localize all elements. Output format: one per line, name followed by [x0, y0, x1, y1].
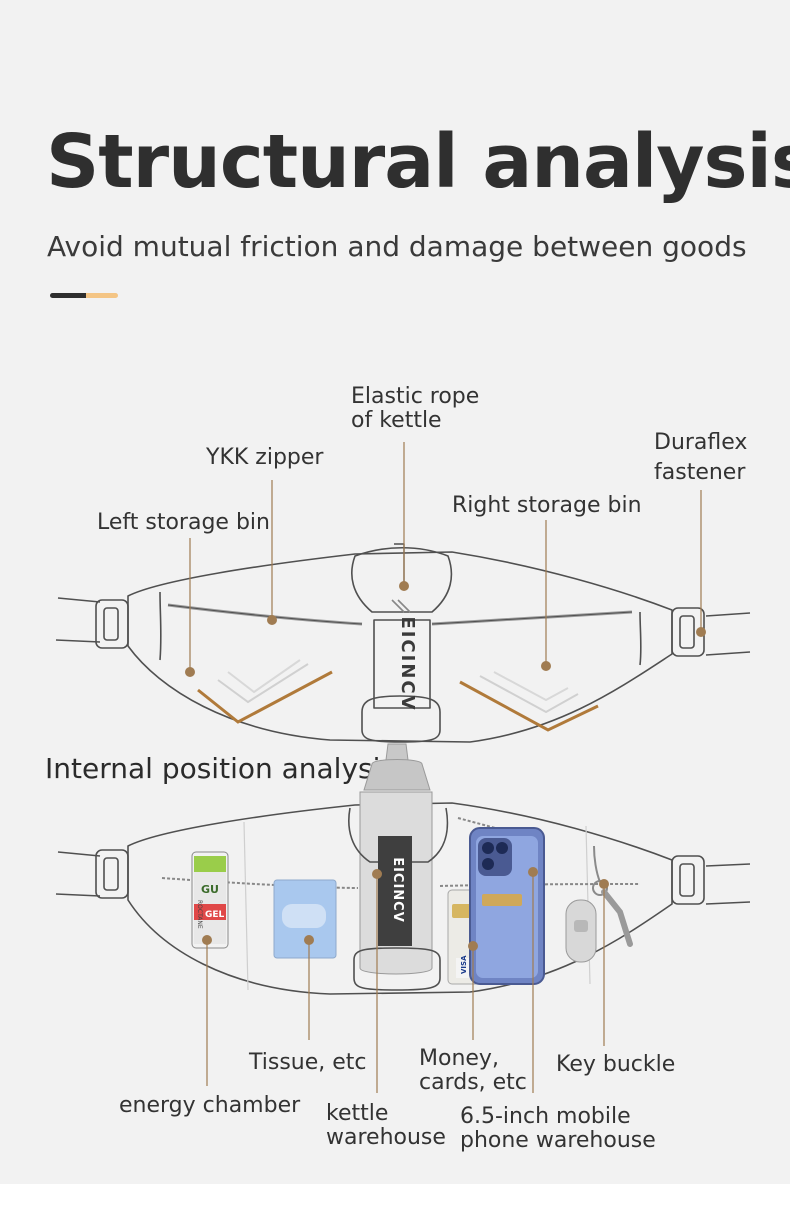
label-elastic-rope-line1: Elastic rope	[351, 384, 480, 409]
belt-structure-diagram: EICINCV	[55, 442, 751, 743]
label-money-line1: Money,	[419, 1046, 499, 1071]
label-money-line2: cards, etc	[419, 1070, 527, 1095]
dot-left-bin	[185, 667, 195, 677]
dot-elastic-rope	[399, 581, 409, 591]
page-subtitle: Avoid mutual friction and damage between…	[47, 230, 747, 263]
label-key-buckle: Key buckle	[556, 1052, 676, 1077]
callout-dots	[185, 581, 706, 677]
label-ykk-zipper: YKK zipper	[206, 445, 324, 470]
gel-word: GEL	[205, 910, 225, 920]
bottom-band	[0, 1184, 790, 1222]
label-tissue: Tissue, etc	[249, 1050, 367, 1075]
water-bottle: EICINCV	[348, 743, 449, 991]
label-left-storage-bin: Left storage bin	[97, 510, 270, 535]
label-energy-chamber: energy chamber	[119, 1093, 301, 1118]
dot-key	[599, 879, 609, 889]
label-kettle-line2: warehouse	[326, 1125, 446, 1150]
brand-logo: EICINCV	[397, 616, 418, 711]
dot-phone	[528, 867, 538, 877]
label-phone-line2: phone warehouse	[460, 1128, 656, 1153]
gel-brand: GU	[201, 883, 219, 896]
energy-gel-pack: GU GEL ROCTANE	[191, 851, 229, 949]
dot-duraflex	[696, 627, 706, 637]
dot-kettle	[372, 869, 382, 879]
callout-lines	[189, 442, 702, 672]
callout-dots-2	[202, 867, 609, 951]
belt-internal-diagram: GU GEL ROCTANE EICINCV VISA	[55, 743, 751, 1093]
accent-bar-light	[86, 293, 118, 298]
label-phone-line1: 6.5-inch mobile	[460, 1104, 631, 1129]
label-duraflex-line2: fastener	[654, 460, 746, 485]
dot-tissue	[304, 935, 314, 945]
bottle-logo: EICINCV	[390, 857, 405, 923]
gel-side-text: ROCTANE	[196, 900, 203, 929]
label-duraflex-line1: Duraflex	[654, 430, 748, 455]
dot-right-bin	[541, 661, 551, 671]
label-kettle-line1: kettle	[326, 1101, 389, 1126]
page-title: Structural analysis	[46, 119, 790, 205]
accent-bar-dark	[50, 293, 88, 298]
card-brand: VISA	[460, 955, 468, 974]
label-elastic-rope-line2: of kettle	[351, 408, 442, 433]
callout-lines-2	[206, 872, 605, 1093]
key-fob	[565, 845, 633, 963]
section-title-internal: Internal position analysis	[45, 752, 395, 785]
dot-money	[468, 941, 478, 951]
dot-energy	[202, 935, 212, 945]
label-right-storage-bin: Right storage bin	[452, 493, 642, 518]
mobile-phone	[469, 827, 545, 985]
dot-ykk-zipper	[267, 615, 277, 625]
tissue-pack	[273, 879, 337, 959]
pocket-chevrons	[197, 659, 599, 732]
accent-bar	[50, 293, 118, 298]
